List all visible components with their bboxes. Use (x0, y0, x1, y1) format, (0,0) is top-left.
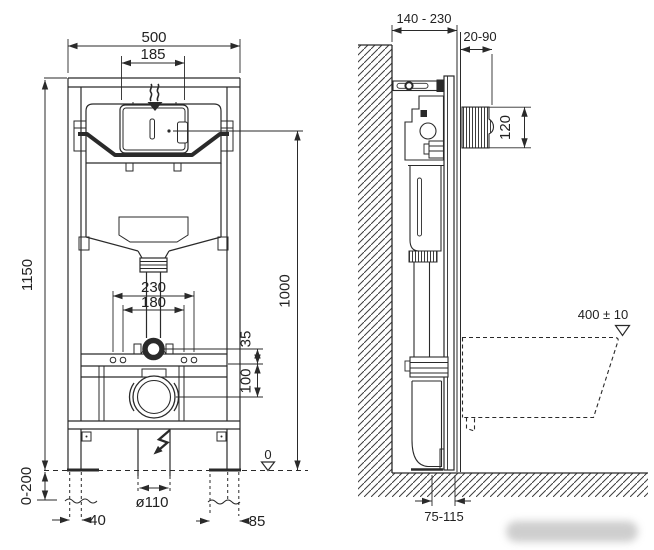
dim-wall-finish-range: 20-90 (463, 29, 496, 44)
dim-outlet-diameter: ø110 (135, 494, 168, 511)
drain-socket (128, 375, 180, 419)
dim-bowl-rim-height: 400 ± 10 (578, 307, 629, 322)
flush-plate-side (461, 106, 495, 149)
panel-latch (177, 121, 188, 144)
shop-watermark (506, 521, 638, 542)
floor-and-legs (44, 470, 308, 519)
bowl-level-datum-icon (614, 324, 631, 337)
concealed-cistern (73, 83, 234, 338)
wall-and-floor (358, 44, 648, 497)
dim-fixing-spread-outer: 230 (141, 279, 166, 296)
floor-hatch (358, 473, 648, 497)
flush-pipe-side (413, 262, 431, 357)
drain-elbow (411, 380, 443, 468)
frame-rail-side (443, 75, 455, 471)
front-labels: 500 185 1150 230 180 35 100 1000 0-200 0… (18, 29, 294, 530)
dim-outlet-offset: 100 (238, 368, 255, 393)
dim-plate-height: 120 (497, 115, 514, 140)
fill-valve (419, 122, 437, 140)
wall-anchor-bracket (392, 79, 444, 92)
mounting-frame-side (392, 32, 495, 472)
front-dimensions (37, 39, 303, 525)
front-view (37, 39, 308, 525)
connection-block (409, 356, 449, 378)
dim-frame-height: 1150 (19, 259, 36, 291)
dim-fixing-spread-inner: 180 (141, 294, 166, 311)
dim-overall-width: 500 (141, 29, 166, 46)
adjustment-collar (408, 250, 438, 263)
dim-outlet-distance: 75-115 (424, 509, 464, 524)
outlet-flow-arrow-icon (153, 429, 171, 455)
dim-inlet-offset: 35 (238, 331, 255, 348)
side-labels: 140 - 230 20-90 120 400 ± 10 75-115 (397, 11, 629, 524)
flush-plate-opening (119, 102, 189, 156)
fixing-crossbars (81, 337, 227, 493)
dim-plate-centre-height: 1000 (277, 274, 294, 307)
mounting-band (78, 132, 229, 157)
finished-wall-line (456, 32, 461, 472)
dim-floor-datum: 0 (264, 447, 271, 462)
toilet-bowl-outline (461, 336, 619, 432)
cistern-side (404, 95, 449, 471)
wall-hatch (358, 45, 392, 473)
dim-plate-opening-width: 185 (140, 46, 165, 63)
dim-right-foot-offset: 85 (249, 513, 266, 530)
flush-rod-slot (149, 118, 155, 140)
floor-datum-icon (260, 461, 276, 472)
side-view (358, 25, 648, 506)
side-dimensions (391, 25, 631, 506)
flush-intake-arrow-icon (147, 83, 163, 111)
dim-frame-depth-range: 140 - 230 (397, 11, 452, 26)
dim-leg-adjustment: 0-200 (18, 467, 35, 505)
dim-left-foot-offset: 40 (89, 512, 106, 529)
